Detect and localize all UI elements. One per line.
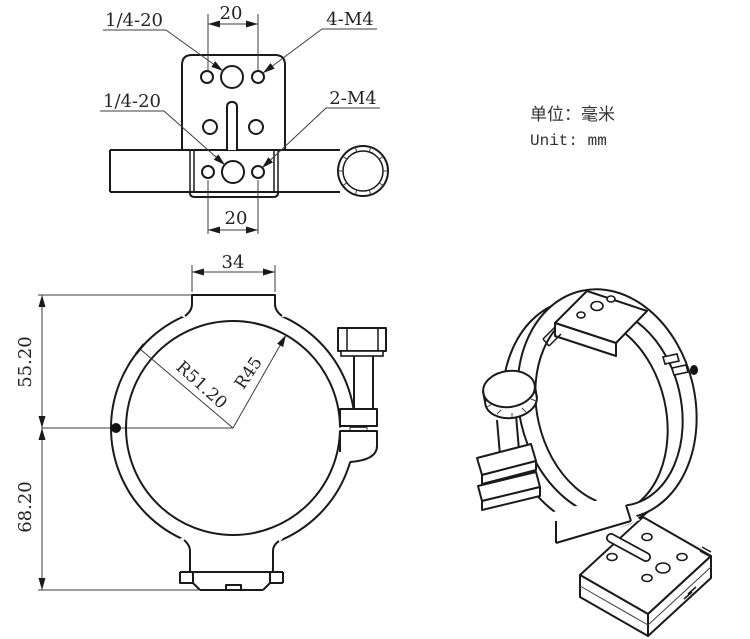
iso-index-dot xyxy=(690,365,698,375)
bolt-head xyxy=(337,327,387,352)
dim-hole-spacing-bottom: 20 xyxy=(225,208,248,229)
clamp-ear-upper xyxy=(339,408,378,427)
clamp-walls xyxy=(189,150,279,192)
extension-lines xyxy=(207,14,259,234)
unit-note-cn: 单位：毫米 xyxy=(530,105,615,125)
leader-line xyxy=(261,107,327,169)
plate-hole xyxy=(606,552,618,562)
label-thread-top: 1/4-20 xyxy=(105,10,163,31)
base-plate-slot-inner xyxy=(607,534,650,561)
iso-clamp-block-upper-front xyxy=(481,460,537,485)
top-tab-fill xyxy=(182,295,285,317)
dim-outer-radius: R51.20 xyxy=(172,357,231,413)
label-thread-mid: 1/4-20 xyxy=(103,91,161,112)
bolt-head-facets xyxy=(346,329,379,351)
radius-leader-outer xyxy=(139,348,234,429)
plate-hole-large xyxy=(655,562,671,574)
hole-large xyxy=(221,160,245,184)
leader-line xyxy=(163,110,226,166)
bolt-shaft xyxy=(353,353,374,409)
label-4m4: 4-M4 xyxy=(326,9,373,30)
plate-hole xyxy=(641,573,653,583)
bottom-tab-outline xyxy=(183,539,280,572)
hole xyxy=(201,165,215,179)
hole xyxy=(251,70,265,84)
foot-outline xyxy=(179,571,284,591)
dim-saddle-width: 34 xyxy=(222,252,245,273)
knob-knurl-ticks xyxy=(338,147,388,195)
plate-hole xyxy=(641,532,653,542)
iso-slit-notches xyxy=(661,353,690,376)
dim-center-to-bottom: 68.20 xyxy=(15,481,36,533)
clamp-bottom xyxy=(189,192,279,198)
bolt-washer xyxy=(340,350,384,357)
top-tab-outline xyxy=(184,294,283,317)
iso-clamp-block-lower-front xyxy=(481,486,541,511)
hole xyxy=(251,165,265,179)
iso-top-pad-front xyxy=(554,322,617,357)
base-plate-chamfer xyxy=(579,566,712,626)
dim-hole-spacing-top: 20 xyxy=(220,3,243,24)
knob-side-edges xyxy=(482,385,538,403)
pad-hole xyxy=(606,295,616,303)
label-2m4: 2-M4 xyxy=(329,88,376,109)
hole xyxy=(248,119,264,135)
iso-bottom-tab-fill xyxy=(553,495,640,545)
unit-note: 单位：毫米 Unit: mm xyxy=(530,105,615,150)
top-view: 1/4-20 20 4-M4 1/4-20 2-M4 20 xyxy=(100,3,389,234)
extension-lines xyxy=(38,265,276,591)
radius-leader-inner xyxy=(232,334,287,429)
knob-outer xyxy=(337,145,389,197)
iso-bottom-tab xyxy=(555,504,632,544)
plate-hole xyxy=(676,552,688,562)
leader-line xyxy=(262,28,323,74)
hole xyxy=(202,119,218,135)
slit-gap xyxy=(339,427,376,431)
hole-large xyxy=(220,65,244,89)
iso-view xyxy=(476,288,712,637)
leader-line xyxy=(165,29,224,72)
knob-skirt-scallops xyxy=(486,398,537,418)
front-view: 34 55.20 68.20 R51.20 R45 xyxy=(15,252,387,591)
label-underlines xyxy=(100,28,380,112)
plate-slot xyxy=(226,101,238,150)
unit-note-en: Unit: mm xyxy=(530,132,607,150)
clamp-ear-lower xyxy=(339,430,378,463)
dim-center-to-top: 55.20 xyxy=(15,336,36,388)
radius-tick-outer xyxy=(135,343,145,355)
base-plate-notches xyxy=(683,546,712,600)
bottom-tab-fill xyxy=(180,538,283,572)
pad-hole xyxy=(576,311,586,319)
clamp-ear-lower-fill xyxy=(340,431,377,462)
pad-hole-large xyxy=(590,300,604,312)
iso-top-pad-step xyxy=(542,326,562,347)
ring-bar-outline xyxy=(109,149,340,193)
plate-outline xyxy=(181,54,286,150)
index-dot xyxy=(111,423,121,433)
dim-inner-radius: R45 xyxy=(231,353,267,393)
hole xyxy=(200,70,214,84)
bolt-shaft-fill xyxy=(354,353,373,409)
